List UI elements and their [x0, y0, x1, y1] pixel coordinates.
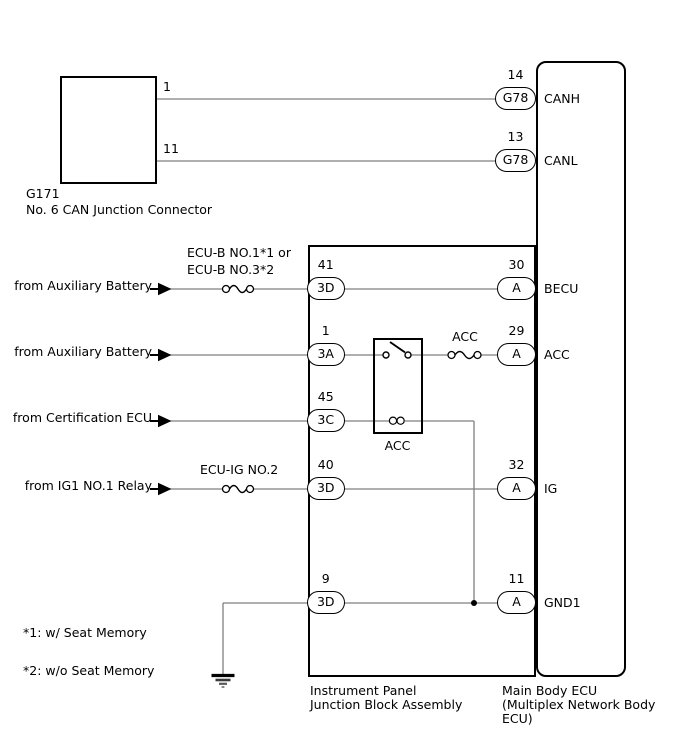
pin-label-41: 41: [317, 257, 334, 272]
wire-certification: [151, 420, 475, 603]
arrow-icon-aux-battery-1: [150, 282, 172, 296]
arrow-icon-certification: [150, 414, 172, 428]
connector-oval-a-11: A: [497, 591, 536, 614]
pin-label-40: 40: [317, 457, 334, 472]
connector-oval-a-29: A: [497, 343, 536, 366]
signal-label-gnd1: GND1: [544, 595, 581, 610]
pin-label-32: 32: [508, 457, 525, 472]
g171-pin-bottom-label: 11: [163, 141, 179, 156]
pin-label-13: 13: [507, 129, 524, 144]
g171-code-label: G171: [26, 186, 60, 201]
fuse-label-ecu-ig: ECU-IG NO.2: [200, 462, 279, 477]
footnote-2: *2: w/o Seat Memory: [23, 663, 155, 678]
connector-oval-g78-canl: G78: [495, 149, 536, 172]
pin-label-30: 30: [508, 257, 525, 272]
pin-label-9: 9: [321, 571, 330, 586]
footnote-1: *1: w/ Seat Memory: [23, 625, 147, 640]
signal-label-canh: CANH: [544, 91, 581, 106]
source-label-ig1-relay: from IG1 NO.1 Relay: [24, 478, 152, 493]
fuse-becu-icon: [221, 284, 255, 294]
junction-block-name-line2: Junction Block Assembly: [310, 697, 463, 712]
relay-label-acc: ACC: [384, 438, 411, 453]
source-label-certification-ecu: from Certification ECU: [12, 410, 152, 425]
junction-block-name-line1: Instrument Panel: [310, 683, 417, 698]
connector-oval-3d-41: 3D: [307, 277, 345, 300]
fuse-label-ecu-b-line1: ECU-B NO.1*1 or: [187, 245, 291, 260]
g171-connector-box: [60, 76, 157, 184]
fuse-label-acc: ACC: [452, 329, 478, 344]
connector-oval-3d-40: 3D: [307, 477, 345, 500]
g171-name-label: No. 6 CAN Junction Connector: [26, 202, 213, 217]
acc-relay-box: [372, 338, 423, 434]
connector-oval-3c-45: 3C: [307, 409, 345, 432]
fuse-label-ecu-b-line2: ECU-B NO.3*2: [187, 262, 275, 277]
main-ecu-name-line2: (Multiplex Network Body: [502, 697, 656, 712]
g171-pin-top-label: 1: [163, 79, 171, 94]
connector-oval-3a-1: 3A: [307, 343, 345, 366]
signal-label-ig: IG: [544, 481, 558, 496]
connector-oval-3d-9: 3D: [307, 591, 345, 614]
pin-label-11: 11: [508, 571, 525, 586]
fuse-acc-icon: [447, 350, 482, 360]
junction-dot: [471, 600, 477, 606]
fuse-ig-icon: [221, 484, 255, 494]
signal-label-becu: BECU: [544, 281, 579, 296]
pin-label-29: 29: [508, 323, 525, 338]
pin-label-45: 45: [317, 389, 334, 404]
coil-icon: [388, 416, 405, 425]
ground-icon: [211, 673, 235, 688]
main-ecu-name-line3: ECU): [502, 711, 533, 726]
main-ecu-name-line1: Main Body ECU: [502, 683, 598, 698]
signal-label-canl: CANL: [544, 153, 578, 168]
pin-label-14: 14: [507, 67, 524, 82]
source-label-aux-battery-1: from Auxiliary Battery: [14, 278, 152, 293]
connector-oval-a-32: A: [497, 477, 536, 500]
connector-oval-a-30: A: [497, 277, 536, 300]
pin-label-1: 1: [321, 323, 330, 338]
connector-oval-g78-canh: G78: [495, 87, 536, 110]
arrow-icon-aux-battery-2: [150, 348, 172, 362]
arrow-icon-ig1-relay: [150, 482, 172, 496]
source-label-aux-battery-2: from Auxiliary Battery: [14, 344, 152, 359]
main-ecu-box: [536, 61, 626, 677]
signal-label-acc: ACC: [544, 347, 570, 362]
junction-block-box: [308, 245, 536, 677]
switch-icon: [382, 341, 412, 359]
